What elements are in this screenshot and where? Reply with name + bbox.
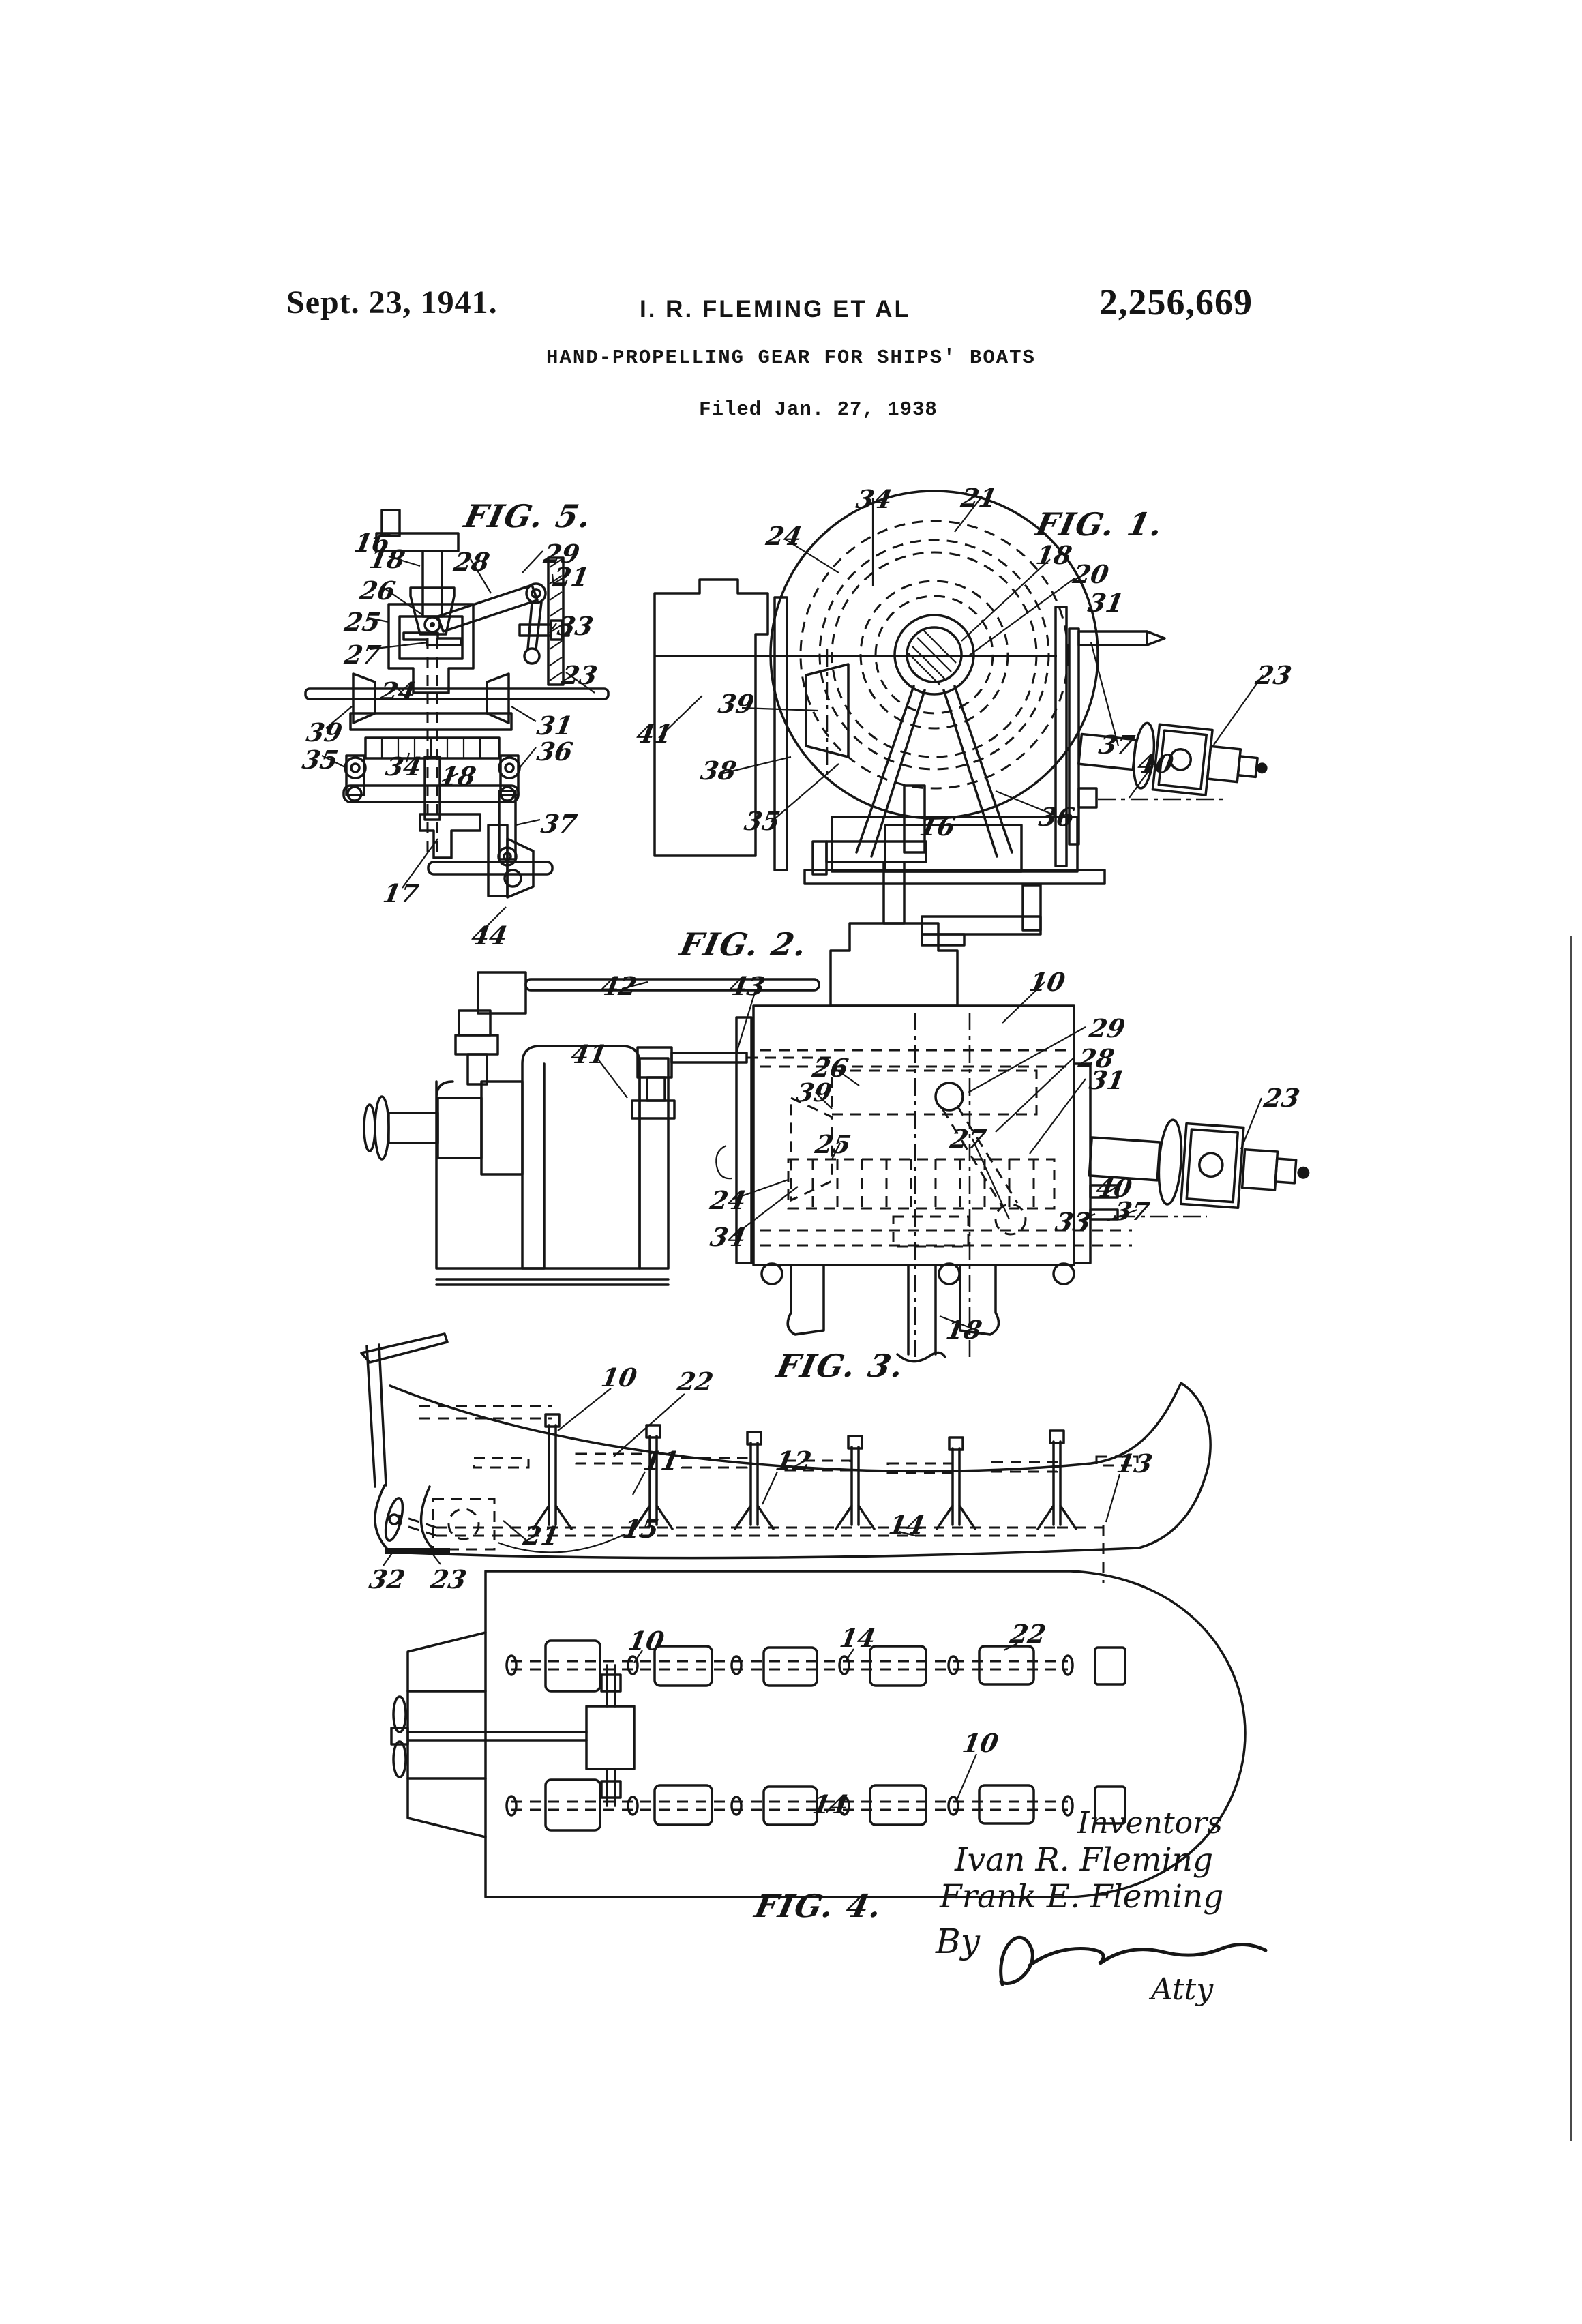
- fig2-ref-42: 42: [599, 971, 640, 1001]
- fig3-ref-12: 12: [773, 1446, 814, 1476]
- inventors-label: Inventors: [1077, 1806, 1223, 1841]
- figure-1: FIG. 1. 34 21 24 18 20 31 23 39 41 38 35…: [614, 471, 1302, 948]
- fig1-ref-34: 34: [854, 484, 895, 514]
- by-label: By: [936, 1922, 980, 1961]
- patent-number: 2,256,669: [1099, 282, 1253, 323]
- fig5-ref-33: 33: [555, 611, 596, 641]
- fig2-ref-27: 27: [948, 1124, 989, 1154]
- fig1-ref-24: 24: [764, 521, 805, 551]
- filed-date: Filed Jan. 27, 1938: [699, 398, 938, 421]
- inventor-signature-2: Frank E. Fleming: [940, 1878, 1224, 1916]
- fig1-drawing: [653, 490, 1268, 947]
- fig5-ref-35: 35: [300, 745, 341, 775]
- scan-edge-line: [1570, 936, 1572, 2141]
- fig2-ref-37: 37: [1111, 1196, 1152, 1226]
- fig2-ref-29: 29: [1087, 1013, 1128, 1043]
- fig4-ref-10a: 10: [626, 1626, 667, 1656]
- fig3-ref-22: 22: [675, 1367, 716, 1397]
- fig5-ref-28: 28: [451, 547, 492, 577]
- fig3-ref-13: 13: [1114, 1448, 1155, 1478]
- fig5-label: FIG. 5.: [461, 498, 596, 535]
- fig5-ref-24: 24: [378, 676, 419, 706]
- fig3-ref-15: 15: [621, 1514, 661, 1544]
- fig2-ref-39: 39: [794, 1077, 835, 1107]
- fig2-ref-23: 23: [1262, 1083, 1302, 1113]
- fig3-drawing: [360, 1332, 1212, 1583]
- figure-2: FIG. 2. 42 43 10 41 26 39 29 28 31 23 25…: [355, 777, 1343, 1364]
- fig1-ref-31: 31: [1086, 588, 1126, 618]
- fig5-drawing: [304, 509, 610, 932]
- fig1-ref-37: 37: [1096, 730, 1137, 760]
- fig5-ref-25: 25: [342, 607, 383, 637]
- fig5-ref-36: 36: [535, 736, 576, 766]
- fig1-ref-39: 39: [716, 689, 757, 719]
- figure-3: FIG. 3. 10 22 11 12 13 14 15 21 32 23: [327, 1323, 1282, 1609]
- fig3-ref-21: 21: [521, 1521, 562, 1551]
- fig2-ref-34: 34: [708, 1222, 749, 1252]
- fig2-ref-41: 41: [569, 1039, 610, 1069]
- fig1-ref-18: 18: [1034, 540, 1075, 570]
- fig4-drawing: [390, 1570, 1247, 1898]
- inventor-line: I. R. FLEMING ET AL: [640, 296, 911, 323]
- fig5-ref-27: 27: [342, 640, 383, 670]
- attorney-label: Atty: [1151, 1972, 1214, 2007]
- issue-date: Sept. 23, 1941.: [286, 284, 498, 321]
- fig2-ref-10: 10: [1027, 967, 1068, 997]
- fig5-ref-39: 39: [304, 717, 345, 747]
- fig1-ref-21: 21: [959, 483, 1000, 513]
- figure-5: FIG. 5. 16 18 26 25 27 28 29 21 33 23 24…: [286, 471, 627, 989]
- fig4-ref-14a: 14: [837, 1623, 878, 1653]
- fig2-drawing: [363, 784, 1310, 1363]
- patent-title: HAND-PROPELLING GEAR FOR SHIPS' BOATS: [546, 346, 1036, 369]
- fig5-ref-26: 26: [357, 576, 398, 606]
- fig4-ref-22: 22: [1008, 1619, 1049, 1649]
- fig3-ref-14: 14: [886, 1510, 927, 1540]
- fig1-ref-23: 23: [1253, 660, 1294, 690]
- fig5-ref-18: 18: [367, 544, 408, 574]
- inventor-signature-1: Ivan R. Fleming: [955, 1841, 1214, 1879]
- fig2-ref-24: 24: [708, 1185, 749, 1215]
- fig1-label: FIG. 1.: [1032, 506, 1167, 543]
- fig1-ref-41: 41: [634, 719, 675, 749]
- fig3-ref-10: 10: [599, 1362, 640, 1392]
- attorney-signature: [999, 1936, 1268, 1986]
- fig2-ref-43: 43: [727, 971, 768, 1001]
- fig5-ref-23: 23: [559, 660, 600, 690]
- fig5-ref-31: 31: [535, 711, 576, 741]
- fig2-ref-25: 25: [813, 1129, 854, 1159]
- fig4-ref-10b: 10: [960, 1728, 1001, 1758]
- fig2-ref-31: 31: [1087, 1065, 1128, 1095]
- fig2-label: FIG. 2.: [676, 926, 811, 963]
- fig1-ref-40: 40: [1135, 749, 1176, 779]
- fig1-ref-20: 20: [1071, 559, 1111, 589]
- fig3-label: FIG. 3.: [773, 1347, 908, 1384]
- fig2-ref-33: 33: [1053, 1207, 1094, 1237]
- fig4-label: FIG. 4.: [751, 1888, 886, 1924]
- fig3-ref-11: 11: [641, 1446, 682, 1476]
- fig5-ref-21: 21: [551, 562, 592, 592]
- figure-4: FIG. 4. 10 14 22 10 14: [382, 1562, 1255, 1924]
- fig4-ref-14b: 14: [810, 1789, 851, 1819]
- fig5-ref-34: 34: [383, 751, 424, 781]
